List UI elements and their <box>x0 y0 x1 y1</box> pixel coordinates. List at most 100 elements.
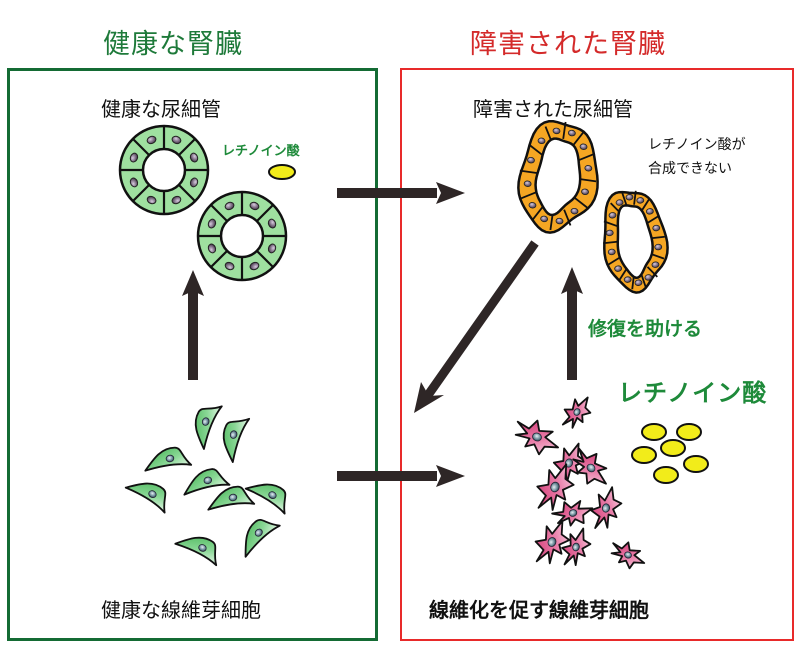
cell-nucleus <box>207 218 217 229</box>
cell-nucleus <box>623 276 632 283</box>
fibroblast-nucleus <box>586 463 596 473</box>
fibrotic-fibroblast <box>610 541 646 570</box>
healthy-fibroblast <box>174 536 218 567</box>
note-line-1: レチノイン酸が <box>648 137 746 153</box>
cell-nucleus <box>146 135 157 145</box>
arrow-fibroblast-to-tubule <box>182 270 204 380</box>
healthy-kidney-title: 健康な腎臓 <box>103 29 243 60</box>
retinoic-acid-molecule <box>641 423 667 441</box>
fibroblast-nucleus <box>198 544 207 552</box>
cell-nucleus <box>567 129 576 137</box>
cell-nucleus <box>224 261 235 271</box>
retinoic-acid-molecule <box>268 164 296 180</box>
retinoic-acid-molecule <box>653 466 679 484</box>
healthy-fibroblast <box>207 485 256 511</box>
healthy-kidney-panel <box>7 68 378 641</box>
damaged-tubule-label: 障害された尿細管 <box>473 97 633 121</box>
fibroblast-nucleus <box>532 432 542 442</box>
healthy-tubule <box>196 190 288 282</box>
fibroblast-nucleus <box>201 417 210 426</box>
fibrotic-fibroblast <box>551 500 594 527</box>
cell-nucleus <box>607 248 616 256</box>
retinoic-acid-molecule <box>631 446 657 464</box>
cell-nucleus <box>570 207 579 215</box>
cell-nucleus <box>552 127 561 135</box>
cell-nucleus <box>189 177 199 188</box>
cell-nucleus <box>579 143 588 150</box>
cell-nucleus <box>652 224 661 232</box>
fibrotic-fibroblast-label: 線維化を促す線維芽細胞 <box>429 598 649 622</box>
fibrotic-fibroblast <box>561 527 592 567</box>
healthy-fibroblast <box>244 518 281 558</box>
arrow-healthy-to-fibrotic-fibroblast <box>337 465 465 487</box>
fibrotic-fibroblast <box>561 396 592 429</box>
damaged-kidney-title: 障害された腎臓 <box>470 29 666 60</box>
cell-nucleus <box>581 188 589 196</box>
cell-nucleus <box>171 195 182 205</box>
healthy-fibroblast <box>124 482 167 514</box>
fibroblast-nucleus <box>254 528 263 537</box>
retinoic-acid-molecule <box>660 439 686 457</box>
healthy-fibroblast <box>244 483 287 515</box>
arrow-repair <box>561 267 583 380</box>
arrow-damaged-tubule-to-fibrotic <box>414 240 539 413</box>
fibroblast-nucleus <box>568 509 578 517</box>
cell-nucleus <box>224 201 235 211</box>
fibrotic-fibroblast <box>572 447 608 485</box>
retinoic-acid-label-large: レチノイン酸 <box>618 379 768 407</box>
fibroblast-nucleus <box>203 476 213 485</box>
cell-nucleus <box>555 217 564 225</box>
fibrotic-fibroblast <box>536 463 575 511</box>
cell-nucleus <box>523 180 532 187</box>
fibroblast-nucleus <box>547 537 557 547</box>
fibroblast-nucleus <box>550 481 560 493</box>
healthy-tubule <box>118 124 210 216</box>
healthy-fibroblast <box>183 468 231 496</box>
cell-nucleus <box>608 212 617 219</box>
fibrotic-fibroblast <box>514 419 559 456</box>
fibroblast-nucleus <box>564 458 574 468</box>
arrow-healthy-to-damaged-tubule <box>337 182 465 204</box>
cell-nucleus <box>634 279 643 286</box>
healthy-fibroblast <box>194 405 223 450</box>
fibroblast-nucleus <box>229 430 238 439</box>
note-line-2: 合成できない <box>648 161 732 177</box>
fibrotic-fibroblast <box>534 520 571 565</box>
fibroblast-nucleus <box>228 493 238 502</box>
cell-nucleus <box>651 261 660 268</box>
damaged-tubule <box>517 120 599 234</box>
fibroblast-nucleus <box>573 408 581 416</box>
healthy-fibroblast <box>144 446 193 472</box>
cell-nucleus <box>614 265 623 272</box>
cell-nucleus <box>267 218 277 229</box>
cell-nucleus <box>171 135 182 145</box>
cell-nucleus <box>540 215 549 223</box>
cell-nucleus <box>189 152 199 163</box>
retinoic-acid-molecule <box>683 455 709 473</box>
damaged-tubule <box>603 190 669 294</box>
retinoic-acid-label-small: レチノイン酸 <box>222 144 300 159</box>
cell-nucleus <box>207 243 217 254</box>
cell-nucleus <box>146 195 157 205</box>
cell-nucleus <box>527 156 535 164</box>
cell-nucleus <box>605 229 614 237</box>
fibroblast-nucleus <box>572 542 580 552</box>
cell-nucleus <box>129 177 139 188</box>
cell-nucleus <box>644 274 653 281</box>
fibrotic-fibroblast <box>590 486 623 529</box>
fibroblast-nucleus <box>601 503 611 513</box>
healthy-tubule-label: 健康な尿細管 <box>101 97 221 121</box>
cell-nucleus <box>528 202 537 209</box>
cell-nucleus <box>537 137 546 145</box>
cell-nucleus <box>645 208 654 215</box>
cell-nucleus <box>249 261 260 271</box>
fibroblast-nucleus <box>165 454 175 463</box>
damaged-kidney-panel <box>400 68 794 641</box>
retinoic-acid-molecule <box>676 423 702 441</box>
cannot-synthesize-note: レチノイン酸が 合成できない <box>648 133 746 181</box>
healthy-fibroblast <box>222 417 251 463</box>
cell-nucleus <box>584 165 593 172</box>
fibroblast-nucleus <box>268 491 277 499</box>
fibroblast-nucleus <box>148 490 157 498</box>
